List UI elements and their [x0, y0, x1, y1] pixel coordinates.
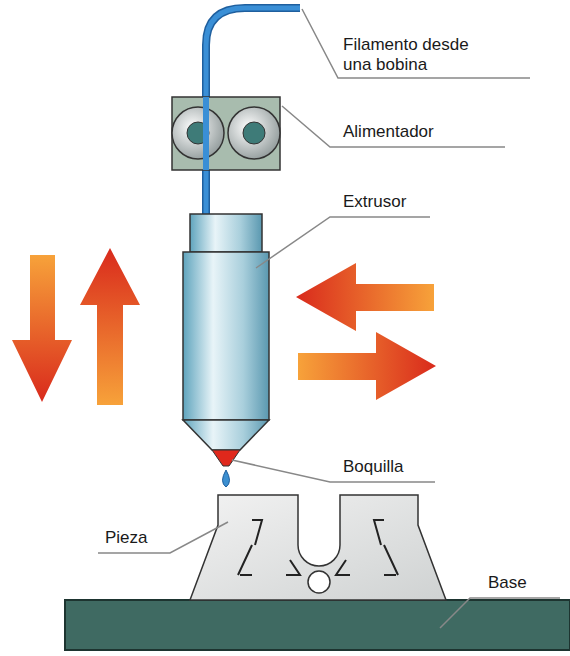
- part-label: Pieza: [105, 528, 148, 548]
- part-label: Base: [488, 573, 527, 593]
- part-label: Alimentador: [343, 122, 434, 142]
- part-label: Boquilla: [343, 457, 404, 477]
- part-label: Extrusor: [343, 192, 406, 212]
- extruder: [183, 214, 269, 487]
- leader-lines: [98, 9, 560, 628]
- feeder: [172, 97, 280, 170]
- part-label: Filamento desde una bobina: [343, 35, 493, 75]
- printed-part: [190, 495, 446, 600]
- build-plate: [65, 600, 570, 650]
